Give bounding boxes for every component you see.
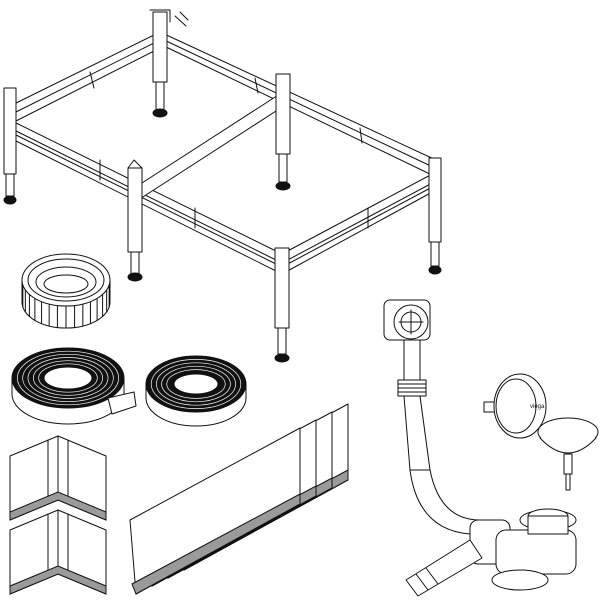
bathtub-support-frame [3,9,442,363]
overflow-cover-cap: viega [483,373,547,439]
edge-sealing-strips [129,403,349,595]
sealing-tape-roll-small [145,355,247,427]
waste-overflow-drain-set [383,299,577,597]
sealing-strip [129,427,301,595]
corner-wall-seal-lower [9,509,107,595]
sealing-tape-roll-large [11,347,137,425]
brand-mark: viega [530,404,545,410]
corner-wall-seal-upper [9,435,107,521]
sound-insulation-strip-roll [21,253,111,329]
drain-plug [537,417,599,491]
